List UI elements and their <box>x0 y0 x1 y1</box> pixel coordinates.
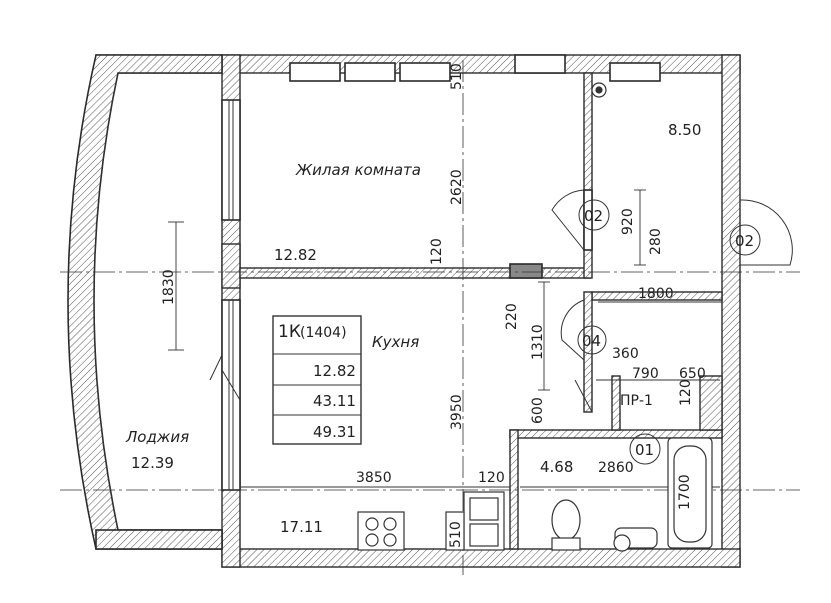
loggia-area: 12.39 <box>131 454 174 472</box>
dim-510-top: 510 <box>449 63 465 90</box>
dim-650: 650 <box>679 366 706 382</box>
dim-120-b: 120 <box>478 470 505 486</box>
marker-02-a: 02 <box>584 207 603 225</box>
kitchen-name: Кухня <box>372 333 419 351</box>
top-windows <box>289 54 661 82</box>
living-room-name: Жилая комната <box>295 161 421 179</box>
markers <box>577 199 761 465</box>
marker-labels: 02 02 04 01 ПР-1 <box>582 207 754 459</box>
doors <box>551 189 793 413</box>
dim-280: 280 <box>648 228 664 255</box>
loggia <box>67 54 241 550</box>
dim-1830: 1830 <box>161 269 177 305</box>
outer-walls <box>95 54 741 568</box>
toilet <box>551 499 581 541</box>
dim-510-bottom: 510 <box>448 521 464 548</box>
bath-area: 4.68 <box>540 458 573 476</box>
info-table-text: 1К (1404) 12.82 43.11 49.31 <box>278 322 356 441</box>
small-room-area: 8.50 <box>668 121 701 139</box>
loggia-name: Лоджия <box>125 428 189 446</box>
area-loggia-value: 49.31 <box>313 423 356 441</box>
area-living-value: 12.82 <box>313 362 356 380</box>
dim-790: 790 <box>632 366 659 382</box>
window-left-top <box>221 99 241 221</box>
kitchen-area: 17.11 <box>280 518 323 536</box>
living-room-area: 12.82 <box>274 246 317 264</box>
apt-code-num: (1404) <box>300 325 347 341</box>
marker-02-b: 02 <box>735 232 754 250</box>
marker-01: 01 <box>635 441 654 459</box>
dim-3950: 3950 <box>449 394 465 430</box>
dim-1310: 1310 <box>530 324 546 360</box>
dim-220: 220 <box>504 303 520 330</box>
marker-pr1: ПР-1 <box>620 393 653 409</box>
kitchen-fixtures <box>357 491 505 551</box>
marker-04: 04 <box>582 332 601 350</box>
pier-left <box>221 243 241 289</box>
area-total-value: 43.11 <box>313 392 356 410</box>
dim-120-a: 120 <box>429 238 445 265</box>
bottom-wall <box>221 548 741 568</box>
dim-120-c: 120 <box>678 379 694 406</box>
dim-1700: 1700 <box>677 474 693 510</box>
apt-code: 1К <box>278 322 301 342</box>
dim-360: 360 <box>612 346 639 362</box>
dim-1800: 1800 <box>638 286 674 302</box>
dim-2860: 2860 <box>598 460 634 476</box>
dim-2620: 2620 <box>449 169 465 205</box>
dim-920: 920 <box>620 208 636 235</box>
dim-600: 600 <box>530 397 546 424</box>
dimension-labels: 510 2620 120 1830 3950 3850 120 920 280 … <box>161 63 706 548</box>
bath-fixtures <box>551 82 713 552</box>
partitions <box>239 72 723 550</box>
stove <box>357 511 405 551</box>
info-table <box>272 315 362 445</box>
dim-3850: 3850 <box>356 470 392 486</box>
room-labels: Жилая комната 12.82 Кухня 17.11 Лоджия 1… <box>125 121 701 536</box>
